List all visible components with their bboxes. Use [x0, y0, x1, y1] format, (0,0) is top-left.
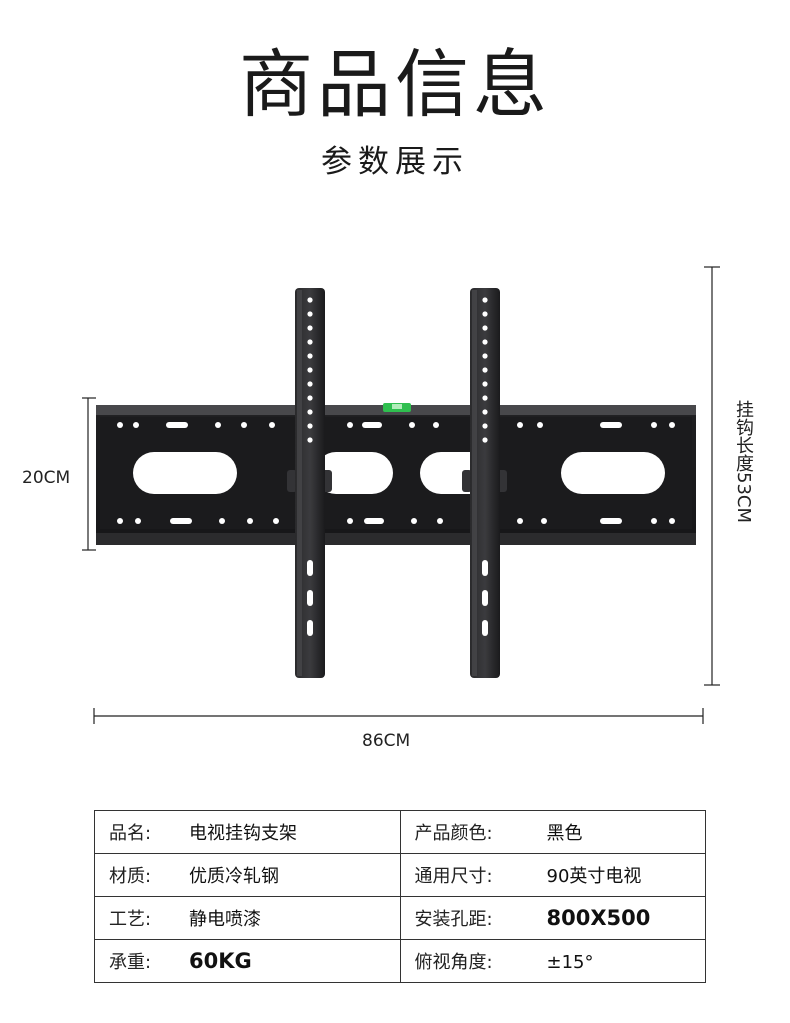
height-dimension-line [82, 397, 96, 551]
spec-cell: 工艺: 静电喷漆 [94, 896, 401, 940]
spec-key: 俯视角度: [414, 952, 493, 973]
spec-key: 材质: [109, 866, 152, 887]
height-dimension-label: 20CM [22, 468, 71, 488]
hook-length-label: 挂钩长度53CM [733, 400, 754, 524]
right-arm [470, 288, 500, 678]
spec-cell: 通用尺寸: 90英寸电视 [399, 853, 706, 897]
spec-value: 优质冷轧钢 [189, 866, 279, 887]
table-row: 材质: 优质冷轧钢 通用尺寸: 90英寸电视 [94, 853, 706, 897]
spec-key: 产品颜色: [414, 823, 493, 844]
spec-key: 承重: [109, 952, 152, 973]
spirit-level [383, 403, 411, 412]
width-dimension-line [93, 708, 704, 724]
spec-key: 通用尺寸: [414, 866, 493, 887]
spec-cell: 安装孔距: 800X500 [399, 896, 706, 940]
table-row: 品名: 电视挂钩支架 产品颜色: 黑色 [94, 810, 706, 854]
table-row: 承重: 60KG 俯视角度: ±15° [94, 939, 706, 983]
page-subtitle: 参数展示 [321, 144, 469, 180]
spec-cell: 品名: 电视挂钩支架 [94, 810, 401, 854]
tv-bracket-image [82, 266, 720, 724]
spec-value: 电视挂钩支架 [189, 823, 297, 844]
spec-value: 静电喷漆 [189, 909, 261, 930]
hook-length-dimension-line [704, 266, 720, 686]
spec-value: 60KG [189, 949, 252, 973]
wall-plate [96, 405, 696, 545]
table-row: 工艺: 静电喷漆 安装孔距: 800X500 [94, 896, 706, 940]
spec-cell: 材质: 优质冷轧钢 [94, 853, 401, 897]
spec-value: 800X500 [546, 906, 651, 930]
spec-cell: 产品颜色: 黑色 [399, 810, 706, 854]
spec-table: 品名: 电视挂钩支架 产品颜色: 黑色 材质: 优质冷轧钢 通用尺寸: 90英寸电视 工… [94, 810, 706, 983]
spec-value: 90英寸电视 [546, 866, 642, 887]
spec-key: 品名: [109, 823, 152, 844]
spec-key: 工艺: [109, 909, 152, 930]
spec-key: 安装孔距: [414, 909, 493, 930]
width-dimension-label: 86CM [362, 731, 411, 751]
spec-cell: 承重: 60KG [94, 939, 401, 983]
spec-value: 黑色 [546, 823, 583, 844]
spec-cell: 俯视角度: ±15° [399, 939, 706, 983]
page-title: 商品信息 [239, 42, 551, 128]
spec-value: ±15° [546, 952, 594, 973]
left-arm [295, 288, 325, 678]
